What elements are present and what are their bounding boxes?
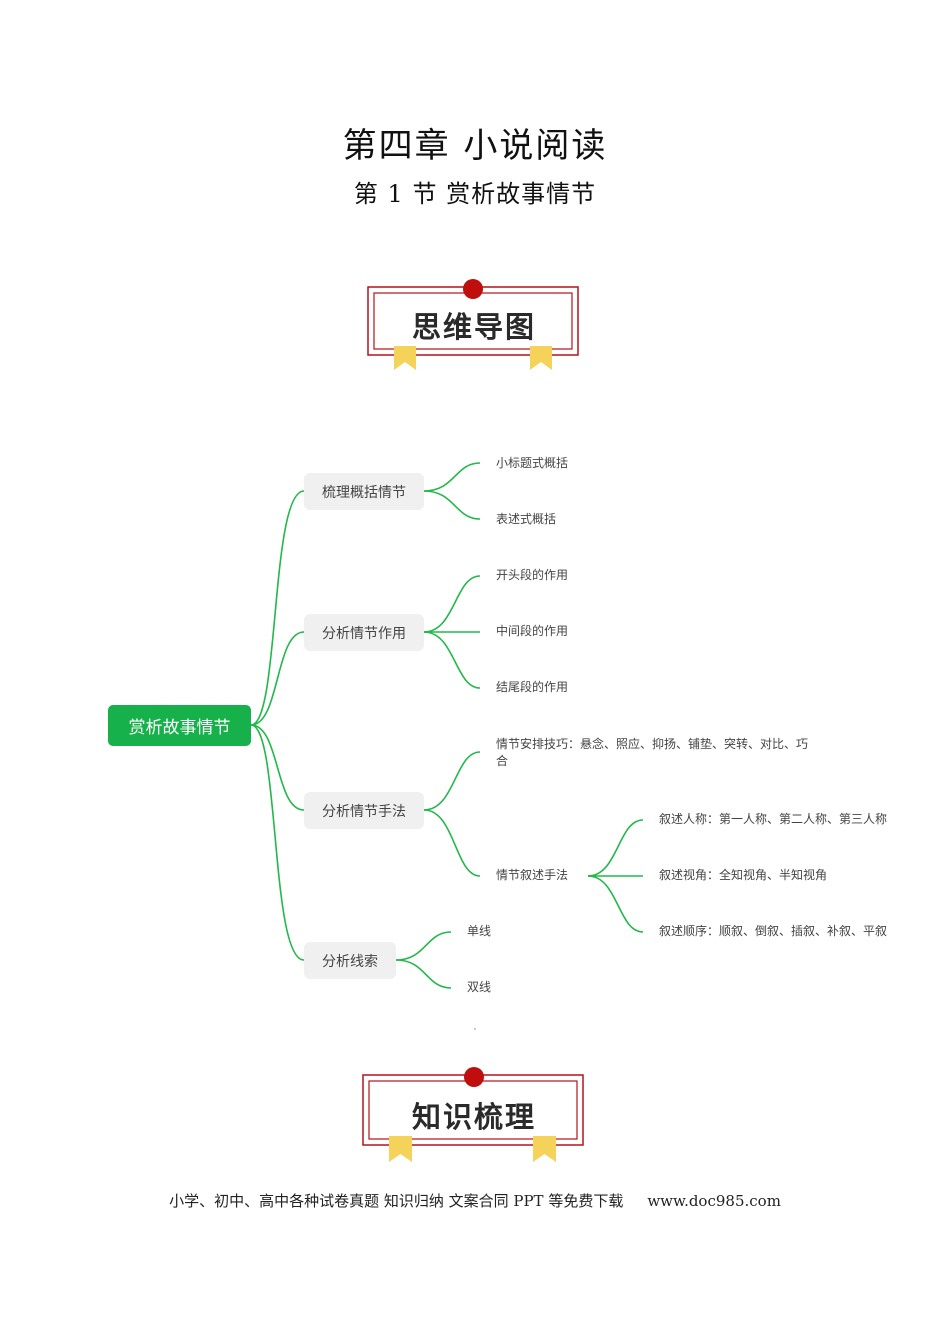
knowledge-banner: 知识梳理 (361, 1066, 587, 1166)
branch-plot-techniques: 分析情节手法 (304, 792, 424, 829)
leaf-narrative-perspective: 叙述视角：全知视角、半知视角 (659, 868, 828, 882)
chapter-title: 第四章 小说阅读 (342, 126, 608, 166)
mindmap-banner-label: 思维导图 (411, 310, 536, 344)
footer: 小学、初中、高中各种试卷真题 知识归纳 文案合同 PPT 等免费下载 www.do… (0, 1190, 950, 1211)
leaf-double-line: 双线 (467, 980, 492, 994)
leaf-narration-techniques: 情节叙述手法 (496, 868, 569, 882)
leaf-arrangement-skills: 情节安排技巧：悬念、照应、抑扬、铺垫、突转、对比、巧合 (496, 737, 809, 768)
knowledge-banner-label: 知识梳理 (411, 1100, 536, 1134)
section-title: 第 1 节 赏析故事情节 (353, 180, 597, 208)
branch-summarize-plot: 梳理概括情节 (304, 473, 424, 510)
banner-frame-icon (367, 279, 579, 370)
leaf-statement-summary: 表述式概括 (496, 512, 557, 526)
branch-clues: 分析线索 (304, 942, 396, 979)
footer-text: 小学、初中、高中各种试卷真题 知识归纳 文案合同 PPT 等免费下载 (169, 1192, 624, 1210)
stray-dot (474, 1028, 476, 1030)
leaf-middle-function: 中间段的作用 (496, 624, 569, 638)
leaf-single-line: 单线 (467, 924, 492, 938)
banner-frame-icon (362, 1067, 584, 1162)
leaf-narrative-order: 叙述顺序：顺叙、倒叙、插叙、补叙、平叙 (659, 924, 888, 938)
leaf-opening-function: 开头段的作用 (496, 568, 569, 582)
footer-url[interactable]: www.doc985.com (647, 1192, 781, 1210)
mindmap-banner: 思维导图 (366, 278, 582, 374)
branch-plot-function: 分析情节作用 (304, 614, 424, 651)
leaf-subtitle-summary: 小标题式概括 (496, 456, 569, 470)
mindmap-root: 赏析故事情节 (108, 705, 251, 746)
leaf-narrative-person: 叙述人称：第一人称、第二人称、第三人称 (659, 812, 888, 826)
leaf-ending-function: 结尾段的作用 (496, 680, 569, 694)
